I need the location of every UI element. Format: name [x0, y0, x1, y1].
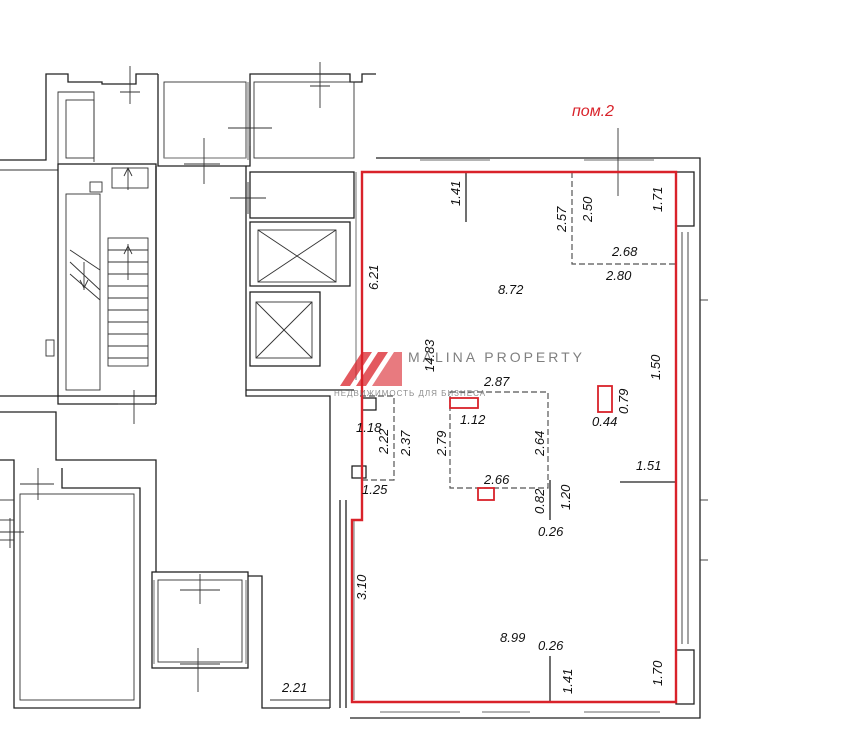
dim-0-26-mid: 0.26 — [538, 524, 564, 539]
dim-2-79: 2.79 — [434, 431, 449, 457]
room-interior — [351, 172, 676, 702]
building-walls — [0, 62, 708, 719]
labels: пом.2 1.41 2.57 2.50 1.71 2.68 2.80 6.21… — [281, 103, 665, 695]
watermark-logo: MALINA PROPERTY НЕДВИЖИМОСТЬ ДЛЯ БИЗНЕСА — [334, 349, 585, 398]
logo-mark — [340, 352, 402, 386]
dim-2-68: 2.68 — [611, 244, 638, 259]
dim-8-72: 8.72 — [498, 282, 524, 297]
dim-0-82: 0.82 — [532, 488, 547, 514]
room-title: пом.2 — [572, 103, 614, 120]
dim-3-10: 3.10 — [354, 574, 369, 600]
dim-1-12: 1.12 — [460, 412, 486, 427]
dim-2-64: 2.64 — [532, 431, 547, 457]
dim-1-41-bottom: 1.41 — [560, 669, 575, 694]
dim-1-18: 1.18 — [356, 420, 382, 435]
dim-1-41-top: 1.41 — [448, 181, 463, 206]
watermark-tagline: НЕДВИЖИМОСТЬ ДЛЯ БИЗНЕСА — [334, 389, 486, 398]
dim-2-57: 2.57 — [554, 206, 569, 233]
dim-2-87: 2.87 — [483, 374, 510, 389]
premises-outline — [350, 170, 678, 704]
dim-6-21: 6.21 — [366, 265, 381, 290]
dim-14-83: 14.83 — [422, 339, 437, 372]
dim-2-66: 2.66 — [483, 472, 510, 487]
dim-1-20: 1.20 — [558, 484, 573, 510]
dim-2-21: 2.21 — [281, 680, 307, 695]
dim-2-37: 2.37 — [398, 430, 413, 457]
dim-1-25: 1.25 — [362, 482, 388, 497]
dim-2-22: 2.22 — [376, 428, 391, 455]
dim-1-50: 1.50 — [648, 354, 663, 380]
dim-0-26-bottom: 0.26 — [538, 638, 564, 653]
dim-1-70: 1.70 — [650, 660, 665, 686]
dim-2-50: 2.50 — [580, 196, 595, 223]
watermark-name: MALINA PROPERTY — [408, 349, 585, 365]
dim-8-99: 8.99 — [500, 630, 525, 645]
dim-0-44: 0.44 — [592, 414, 617, 429]
dim-1-71: 1.71 — [650, 187, 665, 212]
dim-1-51: 1.51 — [636, 458, 661, 473]
dim-0-79: 0.79 — [616, 389, 631, 414]
dim-2-80: 2.80 — [605, 268, 632, 283]
